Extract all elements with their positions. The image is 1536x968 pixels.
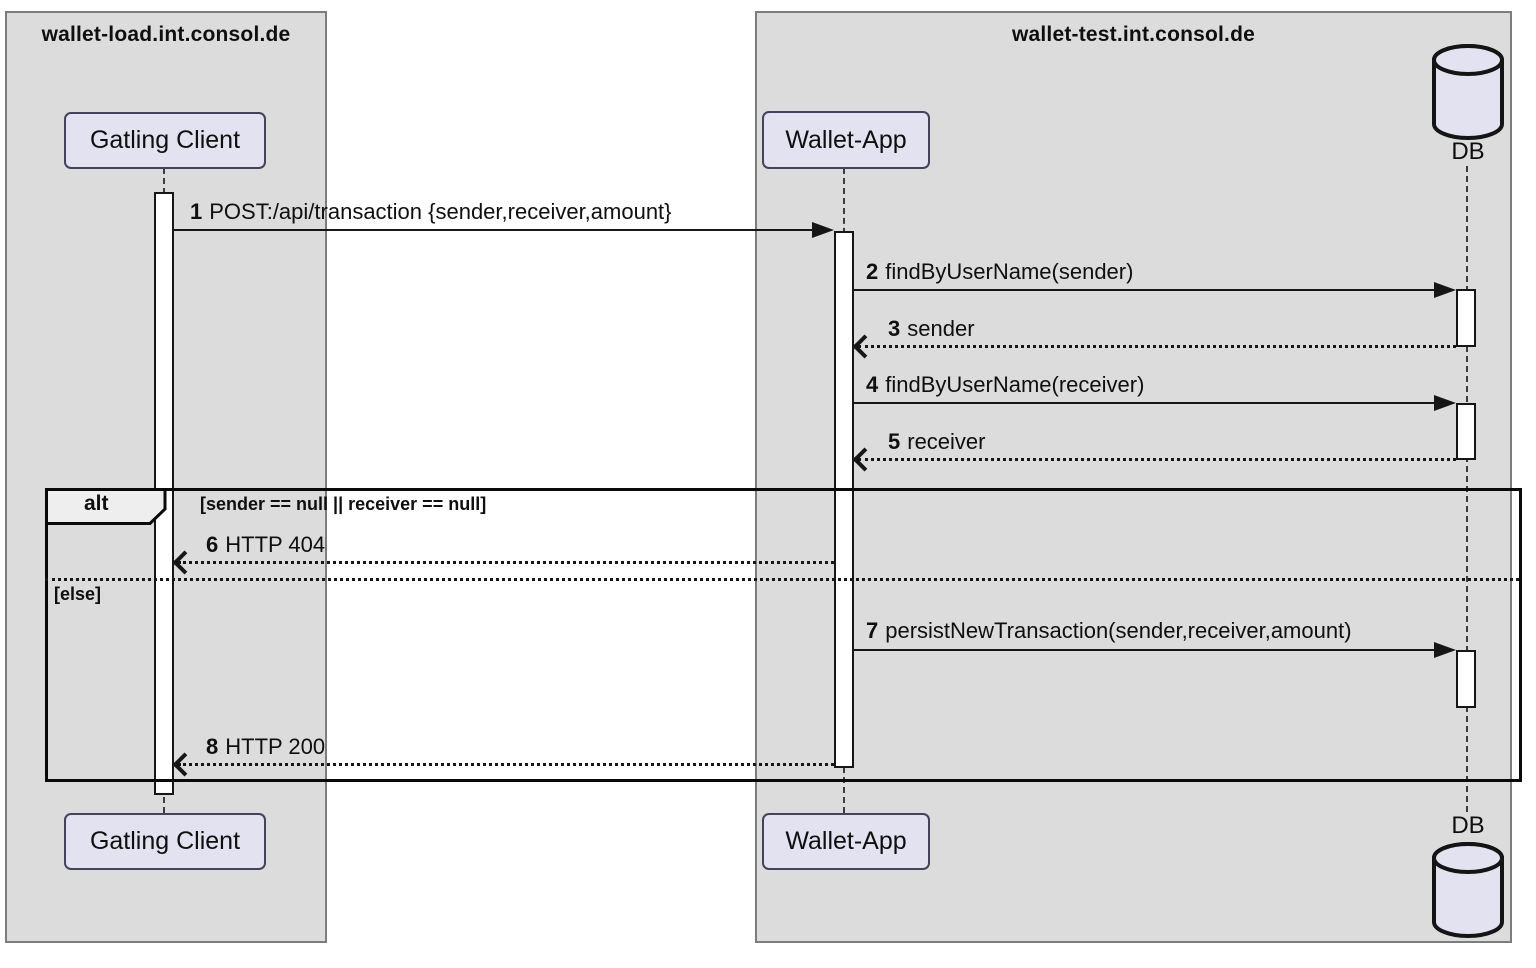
message-5-line [858, 458, 1456, 461]
message-5-text: receiver [907, 429, 986, 454]
message-7-text: persistNewTransaction(sender,receiver,am… [885, 618, 1352, 643]
message-8-number: 8 [206, 734, 219, 759]
message-1-arrowhead-icon [812, 222, 834, 238]
alt-operator-pentagon [45, 488, 167, 525]
message-4-number: 4 [866, 372, 879, 397]
message-3-text: sender [907, 316, 975, 341]
db-activation-2 [1456, 403, 1476, 460]
message-8-line [178, 763, 834, 766]
message-6-number: 6 [206, 532, 219, 557]
message-2-text: findByUserName(sender) [885, 259, 1134, 284]
db-label-bottom: DB [1451, 812, 1485, 839]
wallet-app-label-bottom: Wallet-App [785, 827, 907, 855]
message-3-number: 3 [888, 316, 901, 341]
db-activation-1 [1456, 289, 1476, 347]
box-wallet-load-title: wallet-load.int.consol.de [41, 23, 291, 46]
message-7-number: 7 [866, 618, 879, 643]
message-3-line [858, 345, 1456, 348]
message-7-line [854, 649, 1436, 651]
db-cylinder-bottom-icon [1432, 842, 1504, 938]
wallet-app-label-top: Wallet-App [785, 125, 907, 154]
message-8-text: HTTP 200 [225, 734, 326, 759]
wallet-app-participant-top: Wallet-App [762, 111, 930, 169]
message-4-text: findByUserName(receiver) [885, 372, 1145, 397]
message-2-line [854, 289, 1436, 291]
message-6-text: HTTP 404 [225, 532, 326, 557]
message-2-number: 2 [866, 259, 879, 284]
db-label-top: DB [1451, 138, 1485, 165]
box-wallet-test-title: wallet-test.int.consol.de [1011, 23, 1256, 46]
alt-operator-label: alt [84, 492, 109, 515]
message-4-arrowhead-icon [1434, 395, 1456, 411]
message-1-number: 1 [190, 199, 203, 224]
message-4-line [854, 402, 1436, 404]
alt-divider [45, 578, 1519, 581]
gatling-participant-top: Gatling Client [64, 112, 266, 169]
gatling-label-bottom: Gatling Client [89, 827, 241, 855]
alt-frame [45, 488, 1522, 782]
wallet-app-participant-bottom: Wallet-App [762, 813, 930, 870]
message-6-line [178, 561, 834, 564]
gatling-participant-bottom: Gatling Client [64, 813, 266, 870]
message-2-arrowhead-icon [1434, 282, 1456, 298]
alt-else-label: [else] [54, 584, 102, 604]
wallet-app-activation [834, 231, 854, 768]
alt-condition: [sender == null || receiver == null] [200, 494, 487, 514]
message-7-arrowhead-icon [1434, 642, 1456, 658]
message-1-text: POST:/api/transaction {sender,receiver,a… [209, 199, 672, 224]
gatling-label-top: Gatling Client [89, 126, 241, 154]
db-cylinder-top-icon [1432, 44, 1504, 140]
message-5-number: 5 [888, 429, 901, 454]
db-activation-3 [1456, 650, 1476, 708]
message-1-line [174, 229, 814, 231]
